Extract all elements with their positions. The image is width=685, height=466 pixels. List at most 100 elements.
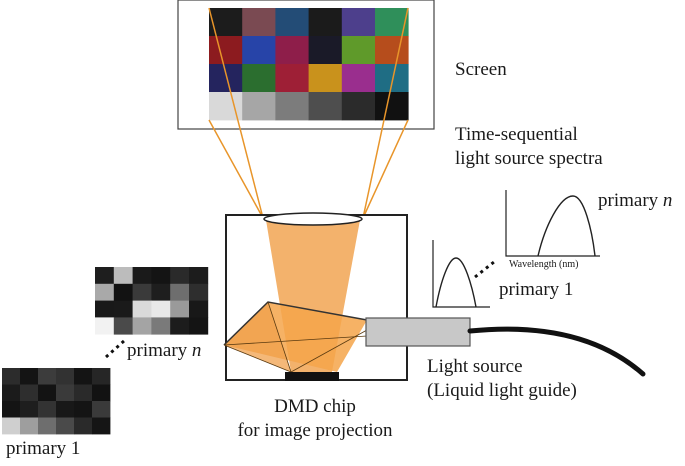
grid-cell [242, 64, 276, 93]
dotted-connector [474, 260, 495, 279]
grid-cell [375, 36, 409, 65]
grid-cell [275, 64, 309, 93]
grid-cell [38, 368, 57, 385]
primary-1-image [2, 368, 111, 435]
grid-cell [38, 384, 57, 402]
projection-rays [208, 7, 409, 219]
grid-cell [170, 317, 190, 335]
grid-cell [308, 92, 343, 121]
wavelength-axis-label: Wavelength (nm) [509, 259, 579, 270]
dmd-purpose-label: for image projection [237, 420, 393, 441]
grid-cell [74, 417, 93, 435]
projection-ray [362, 119, 409, 219]
light-source-label: Light source [427, 356, 523, 377]
grid-cell [56, 384, 75, 402]
grid-cell [242, 92, 276, 121]
grid-cell [56, 417, 75, 435]
grid-cell [56, 401, 75, 418]
grid-cell [170, 283, 190, 301]
spectra-title-line2: light source spectra [455, 148, 603, 169]
projection-ray [362, 7, 409, 219]
grid-cell [308, 8, 343, 37]
grid-cell [2, 368, 21, 385]
grid-cell [151, 317, 171, 335]
grid-cell [20, 401, 39, 418]
spectrum-plot-primary-n [505, 190, 600, 257]
spectrum-curve [537, 195, 596, 257]
grid-cell [95, 300, 115, 318]
grid-cell [341, 92, 376, 121]
grid-cell [113, 300, 133, 318]
grid-cell [95, 283, 115, 301]
prism-edge [223, 335, 368, 346]
grid-cell [20, 368, 39, 385]
grid-cell [2, 401, 21, 418]
dotted-connector [105, 339, 125, 359]
spectrum-axes [432, 240, 490, 308]
prism-edge [290, 329, 368, 373]
prism-edge [223, 344, 292, 373]
grid-cell [95, 317, 115, 335]
grid-cell [308, 64, 343, 93]
grid-cell [92, 417, 111, 435]
grid-cell [95, 267, 115, 285]
grid-cell [20, 417, 39, 435]
primary-n-image-label: primary n [127, 340, 202, 361]
grid-cell [209, 64, 243, 93]
grid-cell [375, 64, 409, 93]
grid-cell [209, 36, 243, 65]
primary-n-spectrum-label: primary n [598, 190, 673, 211]
grid-cell [189, 267, 209, 285]
spectrum-axes [505, 190, 600, 257]
spectrum-plot-primary-1 [432, 240, 490, 308]
grid-cell [242, 8, 276, 37]
grid-cell [113, 317, 133, 335]
grid-cell [113, 283, 133, 301]
illumination-prism-face [224, 302, 291, 372]
grid-cell [341, 8, 376, 37]
grid-cell [38, 401, 57, 418]
grid-cell [2, 384, 21, 402]
grid-cell [113, 267, 133, 285]
grid-cell [341, 36, 376, 65]
grid-cell [2, 417, 21, 435]
screen-label: Screen [455, 59, 507, 80]
grid-cell [275, 8, 309, 37]
grid-cell [132, 283, 152, 301]
prism-edge [267, 301, 292, 373]
primary-1-spectrum-label: primary 1 [499, 279, 574, 300]
projection-ray [208, 119, 264, 219]
dmd-chip-label: DMD chip [274, 396, 356, 417]
screen-color-grid [209, 8, 409, 121]
projection-lens [263, 212, 363, 226]
grid-cell [189, 283, 209, 301]
grid-cell [56, 368, 75, 385]
grid-cell [132, 267, 152, 285]
grid-cell [170, 300, 190, 318]
grid-cell [151, 267, 171, 285]
grid-cell [92, 368, 111, 385]
grid-cell [170, 267, 190, 285]
light-guide-connector [365, 317, 471, 347]
grid-cell [189, 317, 209, 335]
grid-cell [74, 368, 93, 385]
dmd-chip [285, 372, 339, 381]
grid-cell [38, 417, 57, 435]
liquid-light-guide-cable [467, 326, 646, 377]
grid-cell [375, 92, 409, 121]
grid-cell [189, 300, 209, 318]
grid-cell [151, 300, 171, 318]
grid-cell [308, 36, 343, 65]
grid-cell [209, 8, 243, 37]
grid-cell [132, 300, 152, 318]
projection-ray [208, 7, 264, 219]
spectrum-curve [435, 257, 477, 308]
grid-cell [151, 283, 171, 301]
grid-cell [92, 384, 111, 402]
grid-cell [74, 401, 93, 418]
grid-cell [92, 401, 111, 418]
grid-cell [341, 64, 376, 93]
grid-cell [275, 36, 309, 65]
primary-1-image-label: primary 1 [6, 438, 81, 459]
